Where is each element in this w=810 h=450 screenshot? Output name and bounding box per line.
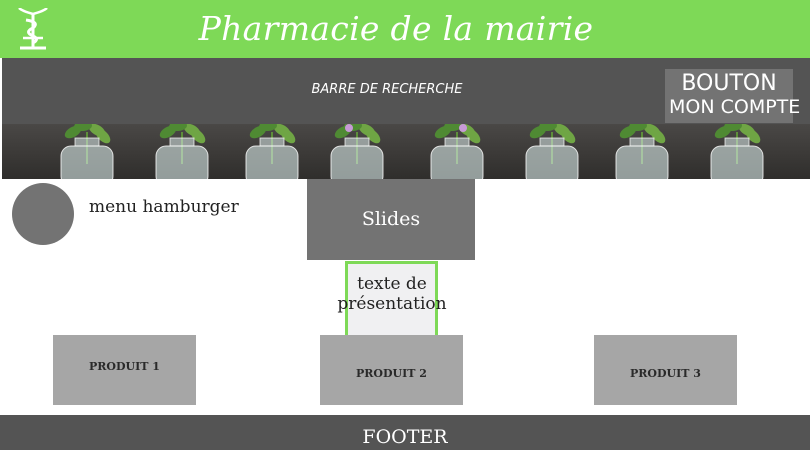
bottle-3 <box>245 124 299 179</box>
account-button[interactable]: BOUTON MON COMPTE <box>665 69 801 123</box>
bottle-2 <box>155 124 209 179</box>
presentation-box <box>345 261 438 337</box>
bottle-6 <box>525 124 579 179</box>
bottle-5 <box>430 124 484 179</box>
hamburger-menu-label: menu hamburger <box>89 197 239 217</box>
slides-carousel[interactable]: Slides <box>307 179 475 260</box>
account-button-line2: MON COMPTE <box>669 96 801 118</box>
presentation-line1: texte de <box>357 274 427 294</box>
banner-image <box>2 124 810 179</box>
product-card-2[interactable]: PRODUIT 2 <box>320 335 463 405</box>
search-bar-label: BARRE DE RECHERCHE <box>311 82 463 97</box>
caduceus-icon[interactable] <box>14 8 52 50</box>
site-title: Pharmacie de la mairie <box>198 9 594 48</box>
account-button-line1: BOUTON <box>681 71 777 96</box>
bottle-4 <box>330 124 384 179</box>
product-card-1[interactable]: PRODUIT 1 <box>53 335 196 405</box>
site-header: Pharmacie de la mairie <box>0 0 810 58</box>
presentation-line2: présentation <box>337 294 447 315</box>
hamburger-menu-button[interactable] <box>12 183 74 245</box>
bottle-8 <box>710 124 764 179</box>
herb-bottles-illustration <box>60 124 764 179</box>
bottle-7 <box>615 124 669 179</box>
product-card-3[interactable]: PRODUIT 3 <box>594 335 737 405</box>
site-footer: FOOTER <box>0 415 810 450</box>
presentation-text: texte de présentation <box>330 274 454 315</box>
bottle-1 <box>60 124 114 179</box>
